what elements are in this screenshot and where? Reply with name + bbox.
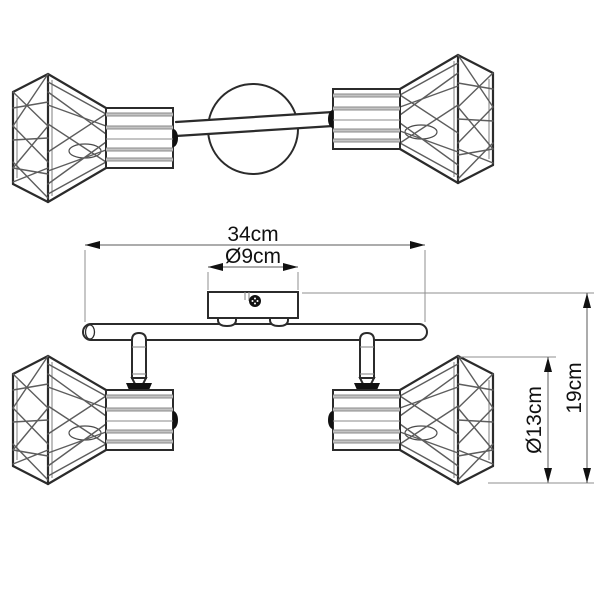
overall-height-label: 19cm — [563, 362, 586, 413]
mounting-bar-top-view — [176, 112, 333, 136]
dimension-overall-width: 34cm — [84, 223, 426, 322]
canopy-foot-right — [269, 317, 289, 328]
swivel-stem-right — [353, 332, 381, 391]
cage-shade-top-right — [326, 53, 495, 185]
dimension-shade-diameter: Ø13cm — [460, 356, 556, 483]
cage-shade-front-right — [326, 354, 495, 486]
canopy-foot-left — [217, 317, 237, 328]
shade-diameter-label: Ø13cm — [523, 386, 546, 454]
bar-end-cap — [84, 324, 96, 340]
swivel-stem-left — [125, 332, 153, 391]
canopy-diameter-label: Ø9cm — [225, 245, 281, 268]
front-view — [11, 291, 495, 486]
screw-detail — [249, 295, 261, 307]
cage-shade-front-left — [11, 354, 180, 486]
top-view — [11, 53, 495, 204]
dimension-canopy-diameter: Ø9cm — [207, 245, 299, 290]
mounting-bar-front-view — [82, 323, 428, 341]
cage-shade-top-left — [11, 72, 180, 204]
overall-width-label: 34cm — [227, 223, 278, 246]
dimension-overall-height: 19cm — [302, 292, 594, 484]
